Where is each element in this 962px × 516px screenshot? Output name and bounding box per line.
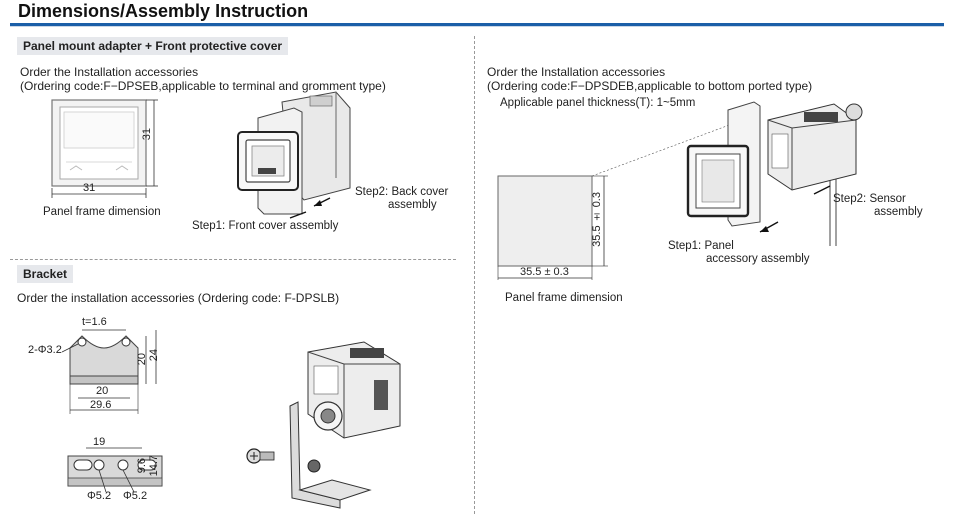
column-divider — [474, 36, 475, 514]
right-dim-vertical: 35.5 ± 0.3 — [591, 192, 603, 247]
panel-dim-horizontal: 31 — [83, 182, 96, 194]
panel-frame-caption: Panel frame dimension — [43, 206, 161, 218]
right-step1-line2: accessory assembly — [706, 253, 810, 265]
right-frame-caption: Panel frame dimension — [505, 292, 623, 304]
bracket-dim-20-vertical: 20 — [136, 353, 148, 366]
right-order-line1: Order the Installation accessories — [487, 65, 666, 79]
panel-section-label: Panel mount adapter + Front protective c… — [17, 37, 289, 55]
panel-order-line1: Order the Installation accessories — [20, 65, 199, 79]
bracket-bottom-view — [67, 447, 163, 493]
sensor-assembly-illustration — [686, 101, 863, 246]
panel-step2-line2: assembly — [388, 199, 437, 211]
bracket-dim-24: 24 — [148, 349, 160, 362]
panel-order-line2: (Ordering code:F−DPSEB,applicable to ter… — [20, 79, 386, 93]
panel-thickness-label: Applicable panel thickness(T): 1~5mm — [500, 97, 696, 109]
right-dim-horizontal: 35.5 ± 0.3 — [520, 266, 569, 278]
title-underline — [10, 23, 944, 26]
bracket-assembly-illustration — [246, 341, 401, 509]
right-step2-line1: Step2: Sensor — [833, 193, 906, 205]
bracket-section-label: Bracket — [17, 265, 74, 283]
panel-dim-vertical: 31 — [141, 128, 153, 141]
bracket-hole-label: 2-Φ3.2 — [28, 344, 62, 356]
right-order-line2: (Ordering code:F−DPSDEB,applicable to bo… — [487, 79, 813, 93]
bracket-dim-20-horizontal: 20 — [96, 385, 109, 397]
bracket-order-line: Order the installation accessories (Orde… — [17, 291, 340, 305]
bracket-phi-b: Φ5.2 — [123, 490, 148, 502]
title-underline-shadow — [10, 26, 944, 27]
bracket-dim-9-6: 9.6 — [136, 458, 148, 474]
right-panel-frame-drawing — [497, 123, 733, 280]
front-cover-assembly-illustration — [237, 91, 351, 219]
panel-step2-line1: Step2: Back cover — [355, 186, 449, 198]
bracket-dim-14-7: 14.7 — [148, 455, 160, 477]
section-divider — [10, 259, 456, 260]
panel-frame-drawing — [51, 99, 158, 198]
bracket-thickness-label: t=1.6 — [82, 316, 107, 328]
bracket-dim-29-6: 29.6 — [90, 399, 112, 411]
page-title: Dimensions/Assembly Instruction — [18, 1, 309, 21]
right-step1-line1: Step1: Panel — [668, 240, 734, 252]
bracket-dim-19: 19 — [93, 436, 106, 448]
bracket-front-view — [61, 329, 157, 414]
right-step2-line2: assembly — [874, 206, 923, 218]
bracket-phi-a: Φ5.2 — [87, 490, 112, 502]
panel-step1: Step1: Front cover assembly — [192, 220, 339, 232]
